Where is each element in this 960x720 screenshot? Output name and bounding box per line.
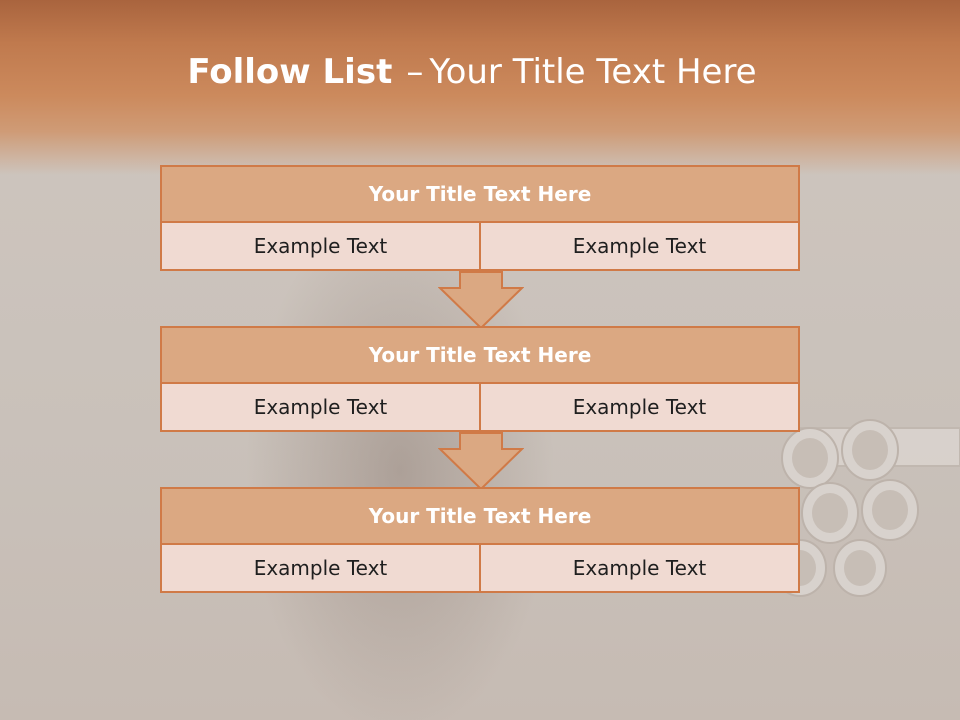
pipes-image — [773, 419, 960, 597]
block-title: Your Title Text Here — [162, 328, 798, 384]
block-cell-left: Example Text — [162, 223, 479, 269]
slide-title: Follow List–Your Title Text Here — [0, 52, 944, 92]
block-row: Example Text Example Text — [162, 545, 798, 591]
follow-block-2: Your Title Text Here Example Text Exampl… — [160, 326, 800, 432]
block-cell-left: Example Text — [162, 384, 479, 430]
block-cell-right: Example Text — [479, 223, 798, 269]
down-arrow-icon — [438, 271, 524, 330]
header-band — [0, 0, 960, 175]
block-title: Your Title Text Here — [162, 167, 798, 223]
title-rest: Your Title Text Here — [429, 52, 757, 92]
block-row: Example Text Example Text — [162, 384, 798, 430]
title-bold: Follow List — [187, 52, 393, 92]
follow-block-1: Your Title Text Here Example Text Exampl… — [160, 165, 800, 271]
block-cell-right: Example Text — [479, 545, 798, 591]
block-cell-left: Example Text — [162, 545, 479, 591]
block-title: Your Title Text Here — [162, 489, 798, 545]
block-row: Example Text Example Text — [162, 223, 798, 269]
block-cell-right: Example Text — [479, 384, 798, 430]
title-separator: – — [406, 52, 424, 92]
down-arrow-icon — [438, 432, 524, 491]
follow-block-3: Your Title Text Here Example Text Exampl… — [160, 487, 800, 593]
